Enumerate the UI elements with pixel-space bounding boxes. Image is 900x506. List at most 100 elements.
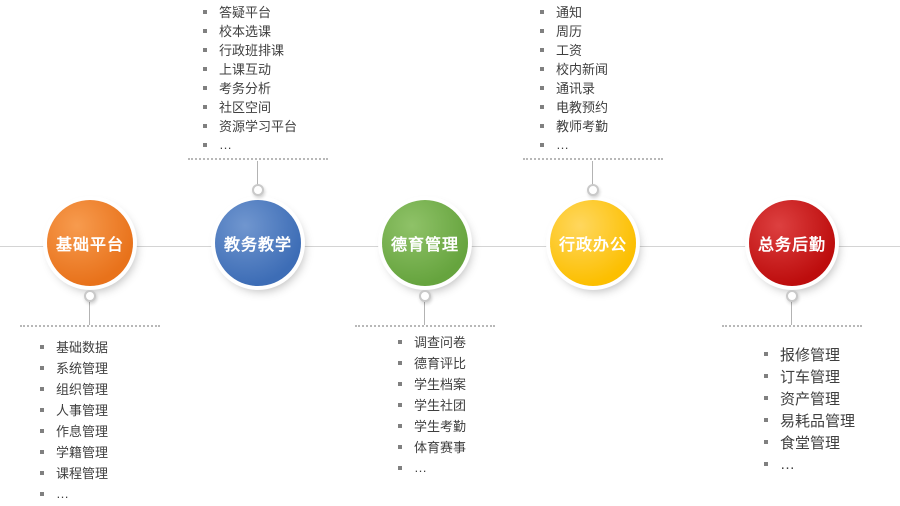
module-label: 行政办公 [558,237,627,254]
list-item: 校内新闻 [540,59,608,78]
item-label: 校内新闻 [556,62,609,77]
module-general-logistics: 总务后勤 报修管理 订车管理 资产管理 易耗品管理 食堂管理 … [692,0,892,506]
module-label: 德育管理 [390,237,459,254]
item-label: 订车管理 [780,368,841,386]
list-item: 课程管理 [40,462,108,483]
bullet-icon [203,142,207,147]
bullet-icon [764,462,768,466]
bullet-icon [398,402,402,407]
list-item: … [398,457,466,478]
list-item: … [540,135,608,154]
module-item-list: 报修管理 订车管理 资产管理 易耗品管理 食堂管理 … [764,343,855,475]
bullet-icon [40,344,44,349]
bullet-icon [40,491,44,496]
module-circle: 德育管理 [382,200,468,286]
bullet-icon [398,381,402,386]
list-item: 通讯录 [540,78,608,97]
item-label: 基础数据 [56,340,109,355]
item-label: 资源学习平台 [219,119,298,134]
list-item: 德育评比 [398,352,466,373]
list-item: 工资 [540,40,608,59]
list-item: 答疑平台 [203,2,297,21]
item-label: 教师考勤 [556,119,609,134]
bullet-icon [540,142,544,147]
bullet-icon [398,339,402,344]
item-label: 易耗品管理 [780,412,856,430]
list-item: 报修管理 [764,343,855,365]
connector-knob-icon [84,290,96,302]
bullet-icon [203,47,207,52]
item-label: 食堂管理 [780,434,841,452]
module-moral-education: 德育管理 调查问卷 德育评比 学生档案 学生社团 学生考勤 体育赛事 … [325,0,525,506]
item-label: 通知 [556,5,583,20]
list-item: 学籍管理 [40,441,108,462]
bullet-icon [540,104,544,109]
list-item: 调查问卷 [398,331,466,352]
connector-knob-icon [419,290,431,302]
bullet-icon [540,123,544,128]
bullet-icon [40,386,44,391]
list-item: 上课互动 [203,59,297,78]
list-item: 电教预约 [540,97,608,116]
item-label: 工资 [556,43,583,58]
dotted-connector-line [20,325,160,327]
list-item: 学生考勤 [398,415,466,436]
module-item-list: 基础数据 系统管理 组织管理 人事管理 作息管理 学籍管理 课程管理 … [40,336,108,504]
bullet-icon [40,428,44,433]
list-item: 体育赛事 [398,436,466,457]
bullet-icon [398,444,402,449]
item-label: 报修管理 [780,346,841,364]
bullet-icon [40,449,44,454]
item-label: 社区空间 [219,100,272,115]
list-item: 资产管理 [764,387,855,409]
item-label: 体育赛事 [414,440,467,455]
bullet-icon [764,352,768,356]
item-label: 电教预约 [556,100,609,115]
list-item: … [40,483,108,504]
module-circle: 总务后勤 [749,200,835,286]
bullet-icon [764,440,768,444]
bullet-icon [540,28,544,33]
bullet-icon [540,85,544,90]
item-label: … [556,137,569,152]
bullet-icon [764,374,768,378]
dotted-connector-line [523,158,663,160]
bullet-icon [203,123,207,128]
dotted-connector-line [355,325,495,327]
item-label: 资产管理 [780,390,841,408]
connector-stem [89,302,90,325]
list-item: 系统管理 [40,357,108,378]
item-label: 考务分析 [219,81,272,96]
item-label: … [414,460,427,475]
module-academic-teaching: 教务教学 答疑平台 校本选课 行政班排课 上课互动 考务分析 社区空间 资源学习… [158,0,358,506]
item-label: 周历 [556,24,583,39]
bullet-icon [540,66,544,71]
item-label: 课程管理 [56,466,109,481]
bullet-icon [398,423,402,428]
bullet-icon [540,9,544,14]
bullet-icon [203,104,207,109]
item-label: 上课互动 [219,62,272,77]
bullet-icon [203,85,207,90]
list-item: 作息管理 [40,420,108,441]
item-label: 人事管理 [56,403,109,418]
list-item: 教师考勤 [540,116,608,135]
connector-knob-icon [786,290,798,302]
list-item: 学生档案 [398,373,466,394]
item-label: 学籍管理 [56,445,109,460]
item-label: 答疑平台 [219,5,272,20]
item-label: 通讯录 [556,81,596,96]
list-item: 订车管理 [764,365,855,387]
bullet-icon [40,407,44,412]
module-circle: 行政办公 [550,200,636,286]
list-item: 易耗品管理 [764,409,855,431]
bullet-icon [398,360,402,365]
item-label: … [219,137,232,152]
connector-stem [257,161,258,185]
module-label: 总务后勤 [757,237,826,254]
list-item: 行政班排课 [203,40,297,59]
item-label: 学生社团 [414,398,467,413]
list-item: 组织管理 [40,378,108,399]
connector-knob-icon [252,184,264,196]
dotted-connector-line [722,325,862,327]
